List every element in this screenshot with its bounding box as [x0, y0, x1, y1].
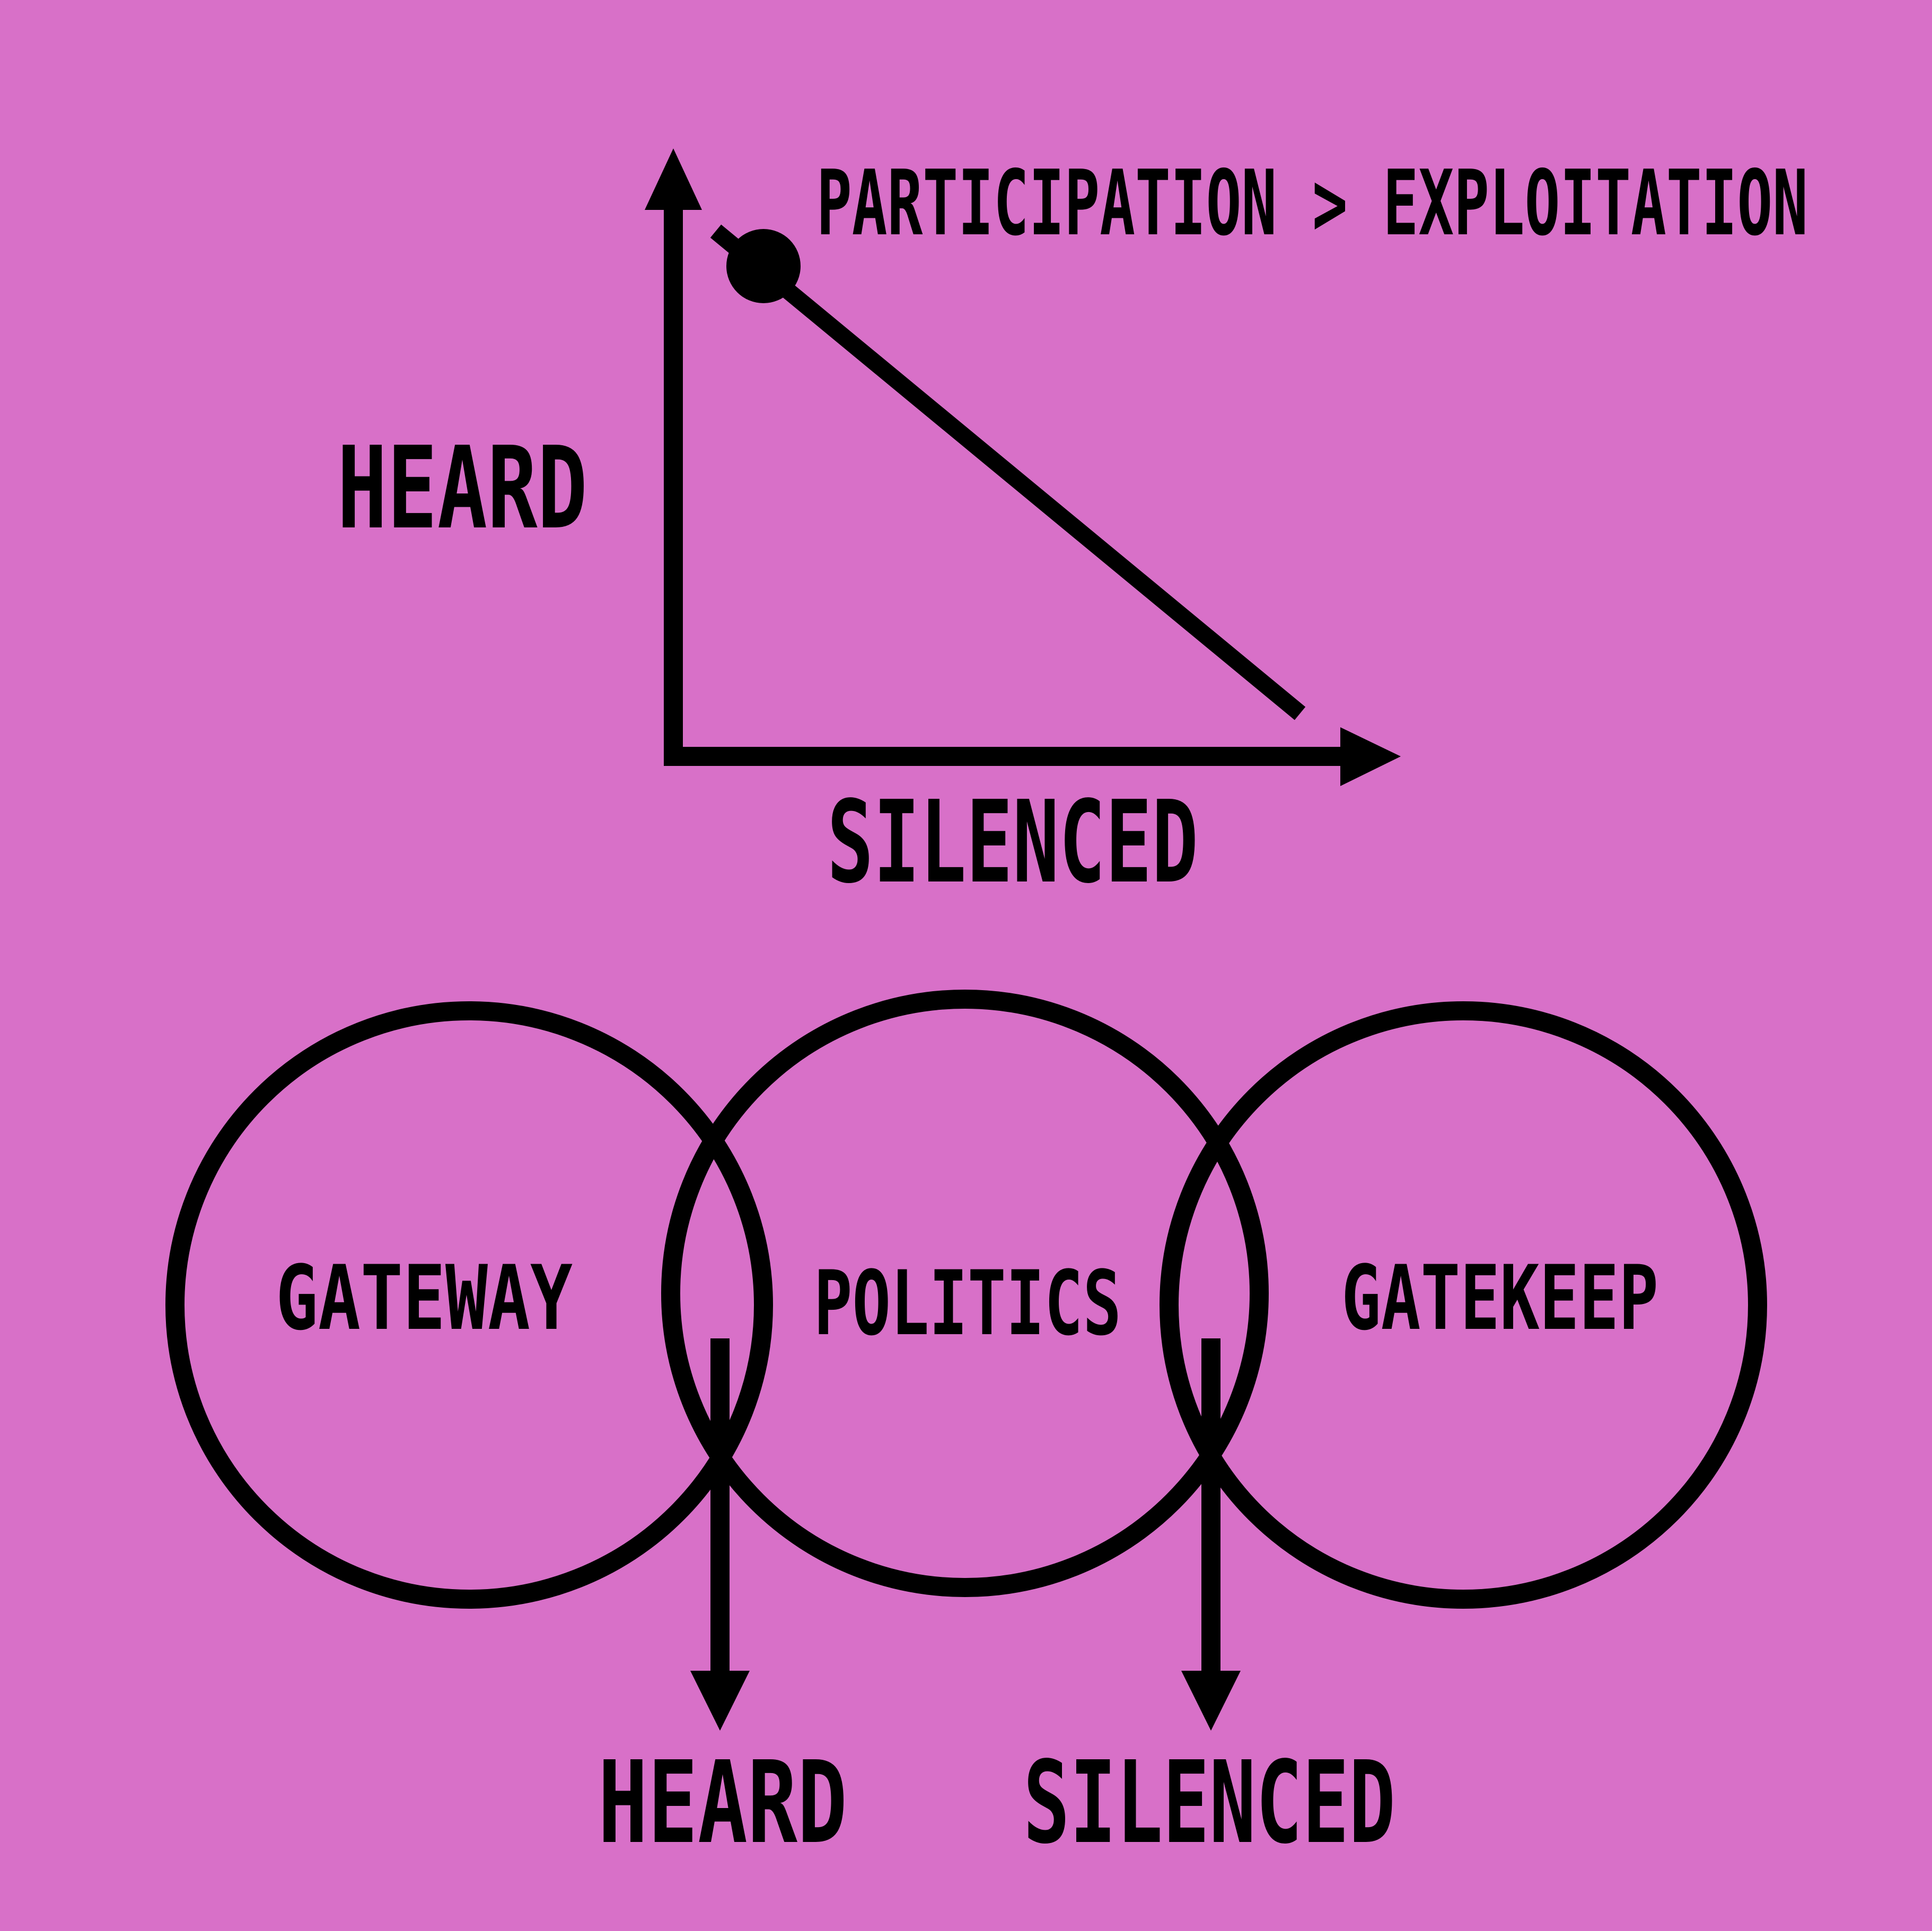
circle-label-gatekeep: GATEKEEP — [1341, 1246, 1658, 1350]
circle-label-politics: POLITICS — [814, 1251, 1121, 1355]
circle-politics — [661, 990, 1269, 1597]
circle-label-gateway: GATEWAY — [276, 1246, 573, 1350]
y-axis-arrowhead — [645, 148, 702, 210]
x-axis-label: SILENCED — [827, 777, 1198, 909]
x-axis-arrowhead — [1340, 727, 1401, 786]
circle-gateway — [165, 1001, 773, 1609]
graph-title: PARTICIPATION > EXPLOITATION — [816, 151, 1808, 256]
graph: PARTICIPATION > EXPLOITATION HEARD SILEN… — [337, 148, 1808, 909]
arrow-heard-head — [690, 1671, 750, 1731]
trend-line — [710, 224, 1306, 720]
output-label-silenced: SILENCED — [1023, 1737, 1395, 1869]
output-label-heard: HEARD — [598, 1737, 847, 1869]
venn-diagram: GATEWAY POLITICS GATEKEEP HEARD SILENCED — [165, 990, 1767, 1869]
arrow-silenced-head — [1181, 1671, 1241, 1731]
y-axis-label: HEARD — [337, 422, 587, 554]
trend-start-dot — [726, 229, 801, 303]
circle-gatekeep — [1160, 1001, 1767, 1609]
